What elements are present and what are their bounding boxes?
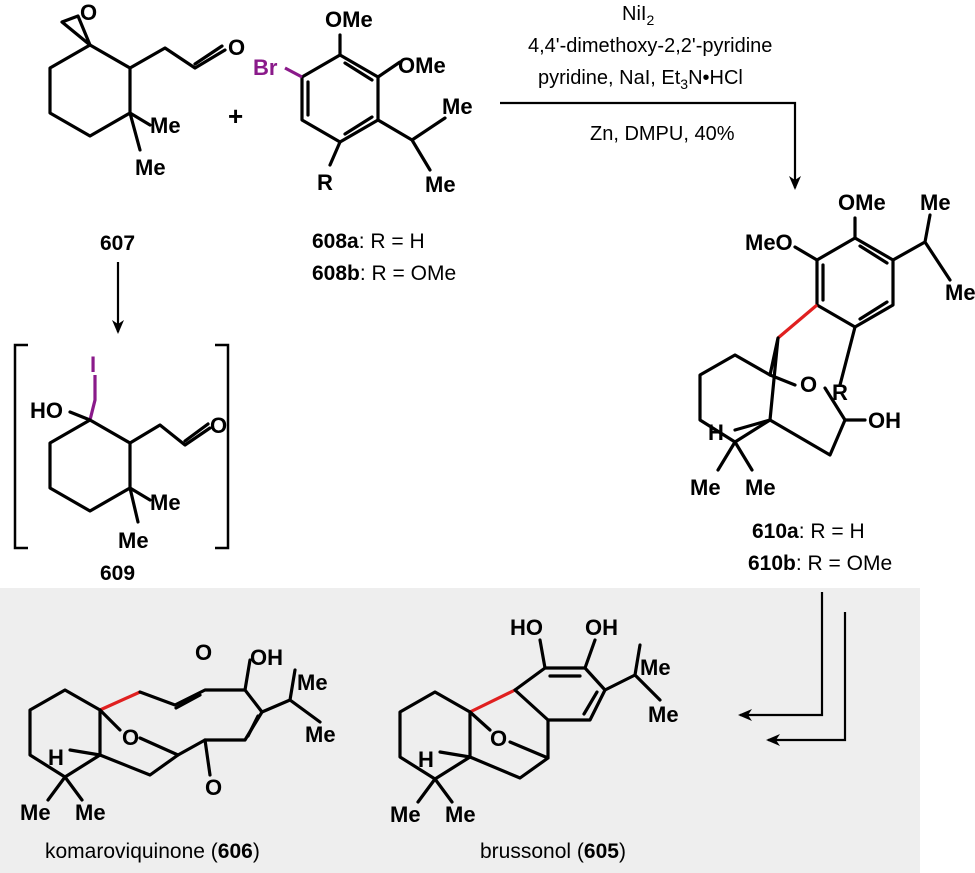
svg-text:H: H [48,745,64,770]
products-panel [0,588,920,873]
svg-text:O: O [80,0,97,25]
svg-text:OMe: OMe [325,7,373,32]
label-607: 607 [100,232,135,255]
svg-text:Me: Me [640,655,671,680]
svg-text:Me: Me [920,190,951,215]
svg-text:Me: Me [305,722,336,747]
svg-text:R: R [317,170,333,195]
svg-text:Me: Me [745,475,776,500]
plus-sign: + [228,101,243,131]
svg-text:Me: Me [297,670,328,695]
svg-text:Me: Me [945,280,975,305]
compound-607: O O Me Me 607 [48,0,245,255]
arrow-to-605 [766,612,847,746]
compound-605: HO OH O Me Me H Me Me brussonol (605) [390,615,679,863]
svg-text:Me: Me [20,800,51,825]
svg-text:Me: Me [135,155,166,180]
compound-608: OMe OMe Br Me Me R 608a: R = H 608b: R =… [253,7,473,285]
reagent-nii2: NiI2 [622,3,654,28]
svg-text:O: O [195,640,212,665]
svg-text:Me: Me [445,802,476,827]
svg-text:O: O [228,35,245,60]
svg-text:HO: HO [510,615,543,640]
reagent-reductant: Zn, DMPU, 40% [590,123,735,145]
compound-610: OMe MeO Me Me O R OH H Me Me 610a: R = H… [690,190,975,575]
svg-text:H: H [418,747,434,772]
svg-text:Me: Me [425,172,456,197]
svg-text:I: I [90,352,96,377]
svg-text:O: O [210,413,227,438]
svg-text:OH: OH [585,615,618,640]
arrow-coupling [500,101,801,190]
label-605: brussonol (605) [480,840,626,863]
reaction-conditions: NiI2 4,4'-dimethoxy-2,2'-pyridine pyridi… [528,3,772,145]
svg-text:HO: HO [30,398,63,423]
svg-text:O: O [800,372,817,397]
svg-text:OH: OH [250,645,283,670]
svg-text:OMe: OMe [398,53,446,78]
svg-text:H: H [708,420,724,445]
svg-text:OMe: OMe [838,190,886,215]
svg-text:R: R [832,380,848,405]
compound-609: I HO O Me Me 609 [13,343,230,585]
svg-text:Br: Br [253,55,278,80]
arrow-to-606 [738,592,824,721]
svg-text:Me: Me [75,800,106,825]
svg-text:Me: Me [118,528,149,553]
svg-text:O: O [490,726,507,751]
svg-text:Me: Me [690,475,721,500]
reagent-additives: pyridine, NaI, Et3N•HCl [538,67,743,92]
svg-text:MeO: MeO [745,230,793,255]
label-610b: 610b: R = OMe [748,552,892,575]
svg-text:Me: Me [648,702,679,727]
label-608a: 608a: R = H [312,230,425,253]
svg-text:Me: Me [390,802,421,827]
svg-text:Me: Me [150,113,181,138]
label-610a: 610a: R = H [752,520,865,543]
svg-text:O: O [205,775,222,800]
svg-text:Me: Me [150,490,181,515]
label-608b: 608b: R = OMe [312,262,456,285]
svg-text:O: O [122,725,139,750]
compound-606: O OH O O Me Me H Me Me komaroviquinone (… [20,640,336,863]
svg-text:Me: Me [442,94,473,119]
svg-text:OH: OH [868,408,901,433]
reagent-ligand: 4,4'-dimethoxy-2,2'-pyridine [528,35,772,57]
label-609: 609 [100,562,135,585]
label-606: komaroviquinone (606) [45,840,260,863]
